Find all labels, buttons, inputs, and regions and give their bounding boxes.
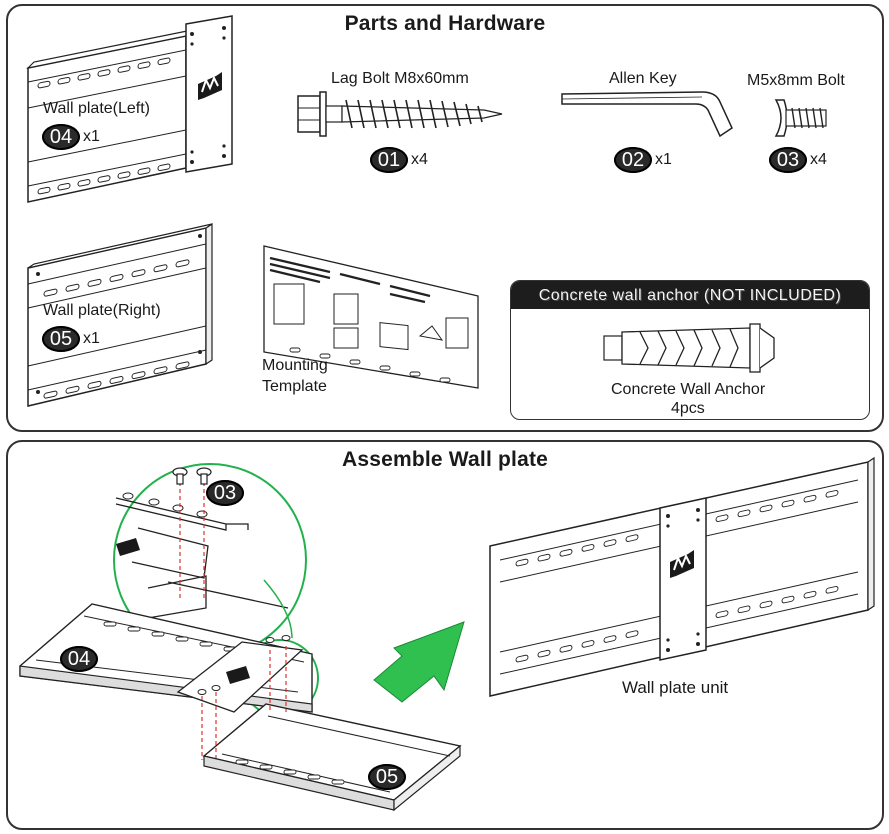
- callout-number-03: 03: [206, 480, 244, 506]
- allen-key-label: Allen Key: [609, 70, 677, 87]
- part-number-05: 05: [42, 326, 80, 352]
- part-qty-05: x1: [83, 330, 100, 347]
- mounting-template-label-line2: Template: [262, 378, 327, 395]
- part-qty-04: x1: [83, 128, 100, 145]
- m5-bolt-label: M5x8mm Bolt: [747, 72, 845, 89]
- anchor-qty-label: 4pcs: [671, 400, 705, 417]
- part-number-03: 03: [769, 147, 807, 173]
- unit-logo-icon: [670, 550, 694, 578]
- assembly-logo-icon: [226, 666, 250, 684]
- parts-title: Parts and Hardware: [344, 12, 546, 35]
- lag-bolt-icon: [297, 91, 503, 137]
- callout-logo-icon: [116, 538, 140, 556]
- wall-plate-right-label: Wall plate(Right): [43, 302, 161, 319]
- assembly-number-05: 05: [368, 764, 406, 790]
- mounting-template-drawing: [263, 245, 479, 389]
- wall-plate-left-drawing: [26, 15, 233, 203]
- part-number-02: 02: [614, 147, 652, 173]
- lag-bolt-label: Lag Bolt M8x60mm: [331, 70, 469, 87]
- part-qty-01: x4: [411, 151, 428, 168]
- assemble-title: Assemble Wall plate: [341, 448, 549, 471]
- part-qty-02: x1: [655, 151, 672, 168]
- brand-logo-icon: [198, 72, 222, 100]
- part-badge-03: 03 x4: [769, 147, 827, 173]
- part-qty-03: x4: [810, 151, 827, 168]
- callout-badge-03: 03: [206, 480, 244, 506]
- part-badge-04: 04 x1: [42, 124, 100, 150]
- part-number-01: 01: [370, 147, 408, 173]
- detail-callout-drawing: [113, 463, 307, 657]
- anchor-box: Concrete wall anchor (NOT INCLUDED): [510, 280, 870, 420]
- wall-plate-unit-label: Wall plate unit: [622, 678, 729, 697]
- assembly-badge-04: 04: [60, 646, 98, 672]
- part-badge-05: 05 x1: [42, 326, 100, 352]
- wall-plate-left-label: Wall plate(Left): [43, 100, 150, 117]
- anchor-name-label: Concrete Wall Anchor: [611, 381, 766, 398]
- part-number-04: 04: [42, 124, 80, 150]
- allen-key-icon: [561, 91, 733, 138]
- green-arrow-icon: [373, 621, 465, 703]
- assembly-badge-05: 05: [368, 764, 406, 790]
- wall-plate-unit-drawing: [489, 456, 875, 697]
- concrete-anchor-icon: [603, 323, 775, 373]
- wall-plate-right-drawing: [27, 222, 213, 407]
- part-badge-02: 02 x1: [614, 147, 672, 173]
- part-badge-01: 01 x4: [370, 147, 428, 173]
- assembly-number-04: 04: [60, 646, 98, 672]
- anchor-header: Concrete wall anchor (NOT INCLUDED): [511, 281, 869, 309]
- mounting-template-label-line1: Mounting: [262, 357, 328, 374]
- m5-bolt-icon: [774, 99, 827, 137]
